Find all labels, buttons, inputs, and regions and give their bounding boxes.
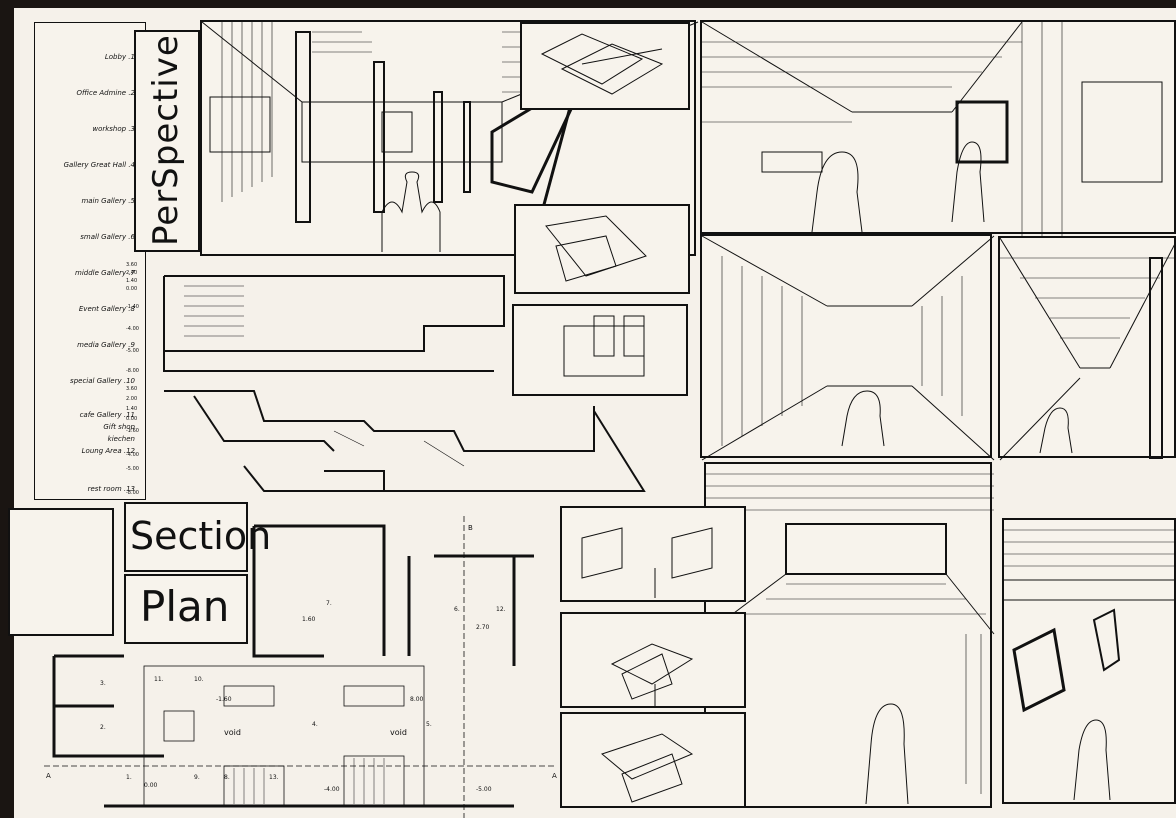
diagram-sketch-3	[563, 315, 645, 377]
plan-title-box: Plan	[124, 574, 248, 644]
room-number: 7.	[326, 600, 332, 607]
room-number: 2.	[100, 724, 106, 731]
perspective-sketch-tunnel	[700, 234, 995, 461]
legend-item: Gift shop	[103, 423, 135, 431]
room-number: 1.	[126, 774, 132, 781]
room-number: 13.	[269, 774, 279, 781]
plan-title: Plan	[140, 582, 230, 631]
plan-level: -5.00	[476, 786, 492, 793]
step-diagram-3	[560, 712, 746, 808]
step-diagram-2	[560, 612, 746, 708]
diagram-box-1	[520, 22, 690, 110]
plan-level: 2.70	[476, 624, 490, 631]
corridor-sketch-drawing	[701, 21, 1163, 236]
void-label: void	[390, 728, 407, 737]
room-number: 6.	[454, 606, 460, 613]
level-marker: 1.40	[126, 406, 138, 412]
perspective-sketch-passage	[1002, 518, 1176, 804]
legend-item: workshop .3	[92, 125, 135, 133]
legend-item: Event Gallery .8	[78, 305, 135, 313]
level-marker: 0.00	[126, 416, 138, 422]
section-title-box: Section	[124, 502, 271, 572]
room-number: 4.	[312, 721, 318, 728]
level-marker: -4.00	[126, 452, 139, 458]
section-mark: A	[552, 772, 557, 780]
legend-item: special Gallery .10	[70, 377, 135, 385]
perspective-sketch-atrium	[704, 462, 995, 808]
plan-level: 8.00	[410, 696, 424, 703]
room-number: 8.	[224, 774, 230, 781]
legend-panel: Lobby .1 Office Admine .2 workshop .3 Galle…	[34, 22, 146, 500]
level-marker: 0.00	[126, 286, 138, 292]
level-marker: 1.40	[126, 278, 138, 284]
plan-linework	[44, 516, 554, 818]
plan-level: 0.00	[144, 782, 158, 789]
level-marker: -4.00	[126, 326, 139, 332]
room-number: 5.	[426, 721, 432, 728]
presentation-sheet: Lobby .1 Office Admine .2 workshop .3 Galle…	[8, 8, 1176, 818]
plan-level: 1.60	[302, 616, 316, 623]
level-marker: 3.60	[126, 386, 138, 392]
legend-item: small Gallery .6	[80, 233, 135, 241]
level-marker: -8.00	[126, 490, 139, 496]
perspective-sketch-gallery	[998, 236, 1176, 461]
perspective-title: PerSpective	[146, 34, 186, 246]
step-sketch-3	[600, 733, 694, 803]
diagram-box-3	[512, 304, 688, 396]
legend-item: main Gallery .5	[81, 197, 135, 205]
legend-item: Office Admine .2	[76, 89, 135, 97]
level-marker: -5.00	[126, 466, 139, 472]
legend-item: middle Gallery .7	[75, 269, 135, 277]
perspective-sketch-corridor	[700, 20, 1176, 236]
legend-item: media Gallery .9	[77, 341, 135, 349]
room-number: 3.	[100, 680, 106, 687]
tunnel-sketch-drawing	[701, 235, 995, 461]
diagram-sketch-1	[540, 33, 664, 95]
section-title: Section	[130, 514, 272, 558]
gallery-sketch-drawing	[999, 237, 1176, 461]
room-number: 11.	[154, 676, 164, 683]
diagram-sketch-2	[545, 215, 647, 282]
legend-item: Loung Area .12	[81, 447, 135, 455]
level-marker: 3.60	[126, 262, 138, 268]
legend-item: cafe Gallery .11	[79, 411, 135, 419]
plan-level: -1.60	[216, 696, 232, 703]
step-sketch-1	[581, 527, 713, 598]
legend-item: kiechen	[107, 435, 135, 443]
level-marker: -5.00	[126, 348, 139, 354]
void-label: void	[224, 728, 241, 737]
section-mark: A	[46, 772, 51, 780]
blank-box	[8, 508, 114, 636]
section-mark: B	[468, 524, 473, 532]
plan-level: -4.00	[324, 786, 340, 793]
diagram-box-2	[514, 204, 690, 294]
passage-sketch-drawing	[1004, 529, 1176, 801]
level-marker: 2.00	[126, 396, 138, 402]
level-marker: -1.40	[126, 304, 139, 310]
legend-item: rest room .13	[87, 485, 135, 493]
level-marker: -1.60	[126, 428, 139, 434]
perspective-title-box: PerSpective	[134, 30, 200, 252]
room-number: 12.	[496, 606, 506, 613]
atrium-sketch-drawing	[705, 473, 995, 805]
level-marker: -8.00	[126, 368, 139, 374]
section-linework	[163, 275, 646, 492]
level-marker: 2.40	[126, 270, 138, 276]
legend-item: Gallery Great Hall .4	[63, 161, 135, 169]
room-number: 9.	[194, 774, 200, 781]
section-drawing: 3.60 2.40 1.40 0.00 -1.40 -4.00 -5.00 -8.00 3.60…	[124, 256, 664, 506]
step-sketch-2	[610, 643, 694, 706]
room-number: 10.	[194, 676, 204, 683]
legend-item: Lobby .1	[104, 53, 135, 61]
floor-plan: 1. 2. 3. 4. 5. 6. 7. 8. 9. 10. 11. 12. 13. void void 1.…	[44, 516, 557, 818]
step-diagram-1	[560, 506, 746, 602]
